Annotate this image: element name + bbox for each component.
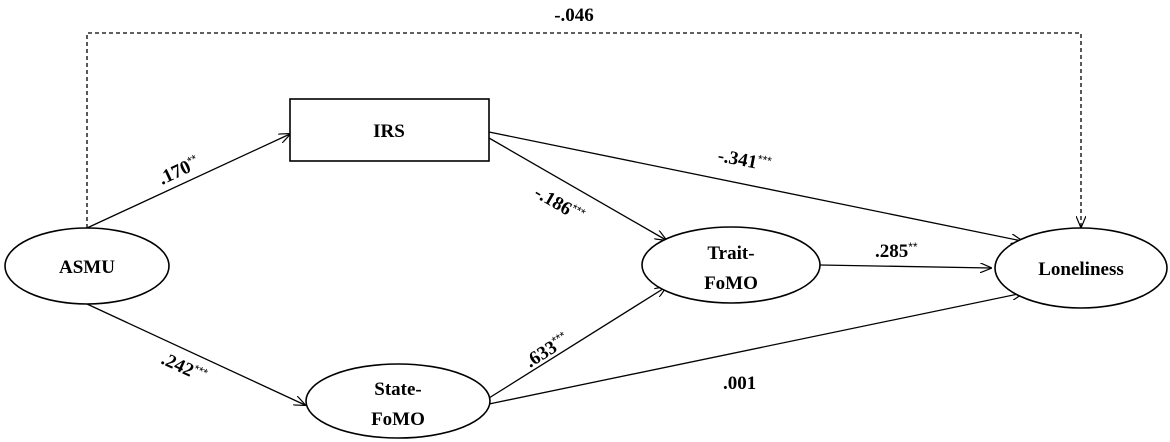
node-loneliness-label: Loneliness — [1038, 259, 1124, 280]
edge-asmu-state-fomo — [86, 303, 305, 405]
edge-state-fomo-trait-fomo — [488, 287, 666, 399]
edge-asmu-loneliness — [86, 32, 1081, 228]
node-trait-fomo-line1: Trait- — [707, 243, 754, 264]
node-state-fomo-line2: FoMO — [371, 409, 425, 430]
coef-asmu-loneliness: -.046 — [554, 5, 594, 26]
coef-irs-loneliness: -.341*** — [716, 144, 773, 176]
edge-state-fomo-loneliness — [488, 293, 1023, 405]
node-state-fomo-line1: State- — [374, 379, 421, 400]
coef-irs-trait-fomo: -.186*** — [531, 181, 589, 227]
node-irs-label: IRS — [373, 121, 405, 142]
node-trait-fomo: Trait- FoMO — [641, 226, 821, 304]
node-trait-fomo-line2: FoMO — [704, 273, 758, 294]
node-asmu-label: ASMU — [59, 257, 115, 278]
coef-state-fomo-loneliness: .001 — [723, 373, 756, 394]
edge-trait-fomo-loneliness — [819, 265, 991, 268]
coef-asmu-state-fomo: .242*** — [158, 348, 210, 388]
coef-trait-fomo-loneliness: .285** — [875, 240, 918, 262]
node-asmu: ASMU — [4, 227, 170, 305]
edge-irs-loneliness — [488, 131, 1022, 241]
node-loneliness: Loneliness — [994, 227, 1168, 309]
coef-asmu-irs: .170** — [155, 151, 203, 189]
node-state-fomo: State- FoMO — [305, 363, 491, 439]
edge-asmu-irs — [86, 134, 290, 229]
node-irs: IRS — [289, 98, 490, 162]
edge-irs-trait-fomo — [488, 137, 666, 240]
